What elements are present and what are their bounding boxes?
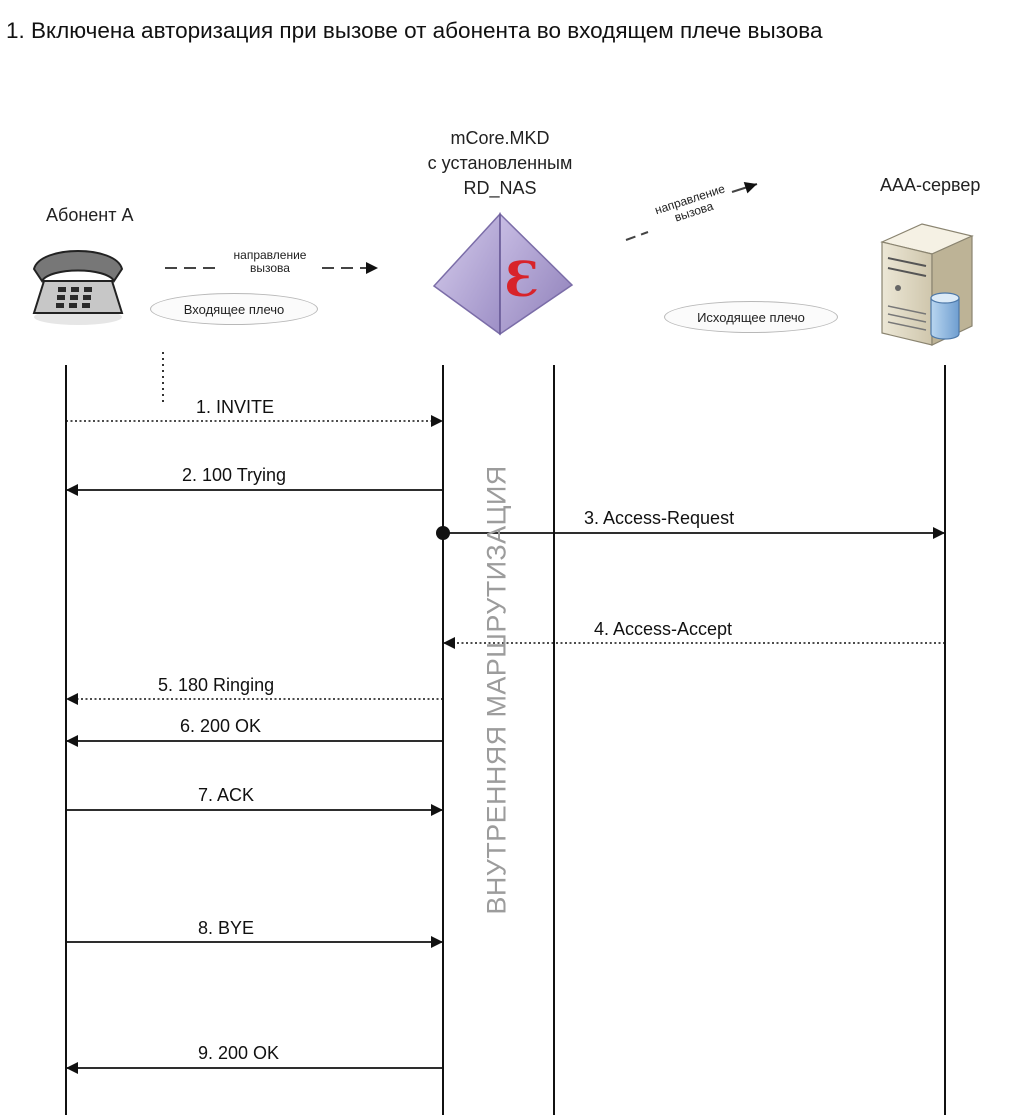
message-label: 2. 100 Trying: [182, 465, 287, 485]
core-title-line: с установленным: [427, 153, 573, 173]
outgoing-direction-arrow-left: [625, 231, 649, 241]
outgoing-direction-arrow-right: [731, 181, 758, 194]
message-label: 4. Access-Accept: [594, 619, 733, 639]
telephone-icon: [32, 250, 124, 325]
core-node-title: mCore.MKD с установленным RD_NAS: [370, 126, 630, 201]
message-label: 1. INVITE: [196, 397, 275, 417]
svg-text:Ɛ: Ɛ: [505, 252, 540, 308]
core-title-line: mCore.MKD: [450, 128, 550, 148]
message-label: 7. ACK: [198, 785, 255, 805]
direction-word: вызова: [250, 261, 290, 275]
pyramid-logo-icon: Ɛ: [432, 212, 574, 336]
outgoing-leg-badge: Исходящее плечо: [664, 301, 838, 333]
server-icon: [880, 223, 974, 346]
message-label: 8. BYE: [198, 918, 255, 938]
messages-layer: [66, 415, 945, 1074]
aaa-server-label: AAA-сервер: [880, 175, 981, 195]
direction-word: направление: [233, 248, 307, 262]
message-label: 5. 180 Ringing: [158, 675, 275, 695]
message-label: 3. Access-Request: [584, 508, 735, 528]
page-title: 1. Включена авторизация при вызове от аб…: [6, 18, 823, 43]
incoming-direction-label: направление вызова: [214, 249, 326, 275]
message-label: 9. 200 OK: [198, 1043, 280, 1063]
message-label: 6. 200 OK: [180, 716, 262, 736]
access-request-origin-dot: [436, 526, 450, 540]
subscriber-label: Абонент А: [46, 205, 134, 225]
core-title-line: RD_NAS: [463, 178, 537, 198]
internal-routing-label: ВНУТРЕННЯЯ МАРШРУТИЗАЦИЯ: [481, 465, 512, 915]
incoming-leg-badge: Входящее плечо: [150, 293, 318, 325]
